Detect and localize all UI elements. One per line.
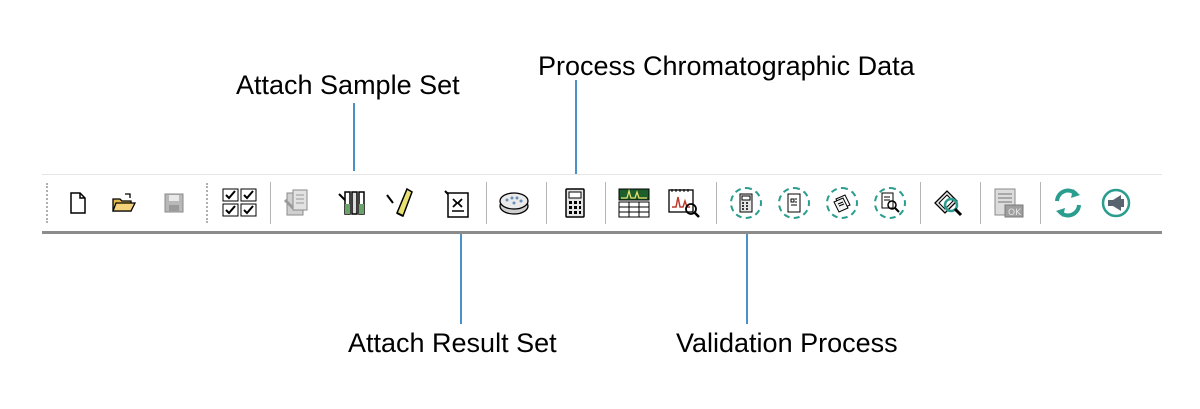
review-button[interactable] xyxy=(930,185,966,221)
toolbar-separator xyxy=(270,182,272,224)
chromatogram-zoom-icon xyxy=(667,187,701,219)
toolbar-separator xyxy=(605,182,607,224)
attach-sample-set-button[interactable] xyxy=(335,185,371,221)
validation-document-icon xyxy=(778,187,810,219)
sample-tray-icon xyxy=(498,189,530,217)
toolbar-separator xyxy=(716,182,718,224)
single-vial-button[interactable] xyxy=(382,185,418,221)
validation-document-button[interactable] xyxy=(776,185,812,221)
review-magnifier-icon xyxy=(931,187,965,219)
callout-process-chromatographic-data: Process Chromatographic Data xyxy=(538,51,915,81)
ok-report-icon: OK xyxy=(991,187,1025,219)
announce-icon xyxy=(1099,187,1133,219)
sample-document-button[interactable] xyxy=(280,185,316,221)
toolbar-separator xyxy=(920,182,922,224)
result-set-icon xyxy=(442,187,472,219)
toolbar-separator xyxy=(980,182,982,224)
checkbox-grid-icon xyxy=(222,188,258,218)
validation-stack-icon xyxy=(826,187,858,219)
chromatogram-review-button[interactable] xyxy=(666,185,702,221)
new-document-button[interactable] xyxy=(60,185,96,221)
toolbar-separator xyxy=(486,182,488,224)
leader-line-attach-result-set xyxy=(460,226,462,324)
ok-report-button[interactable]: OK xyxy=(990,185,1026,221)
save-disk-icon xyxy=(163,192,185,214)
save-button[interactable] xyxy=(156,185,192,221)
toolbar-separator xyxy=(546,182,548,224)
toolbar-separator xyxy=(1040,182,1042,224)
validation-search-icon xyxy=(874,187,906,219)
toolbar-grip[interactable] xyxy=(46,183,48,223)
toolbar-grip[interactable] xyxy=(206,183,208,223)
validation-review-button[interactable] xyxy=(872,185,908,221)
validation-report-button[interactable] xyxy=(824,185,860,221)
single-vial-icon xyxy=(385,187,415,219)
refresh-arrows-icon xyxy=(1051,187,1085,219)
process-chromatographic-data-button[interactable] xyxy=(557,185,593,221)
announce-button[interactable] xyxy=(1098,185,1134,221)
calculator-icon xyxy=(564,188,586,218)
leader-line-validation-process xyxy=(746,226,748,324)
leader-line-process-chromatographic-data xyxy=(575,80,577,179)
sample-document-icon xyxy=(283,188,313,218)
sample-vials-icon xyxy=(337,188,369,218)
callout-attach-sample-set: Attach Sample Set xyxy=(236,70,460,100)
select-checks-button[interactable] xyxy=(222,185,258,221)
peak-table-button[interactable] xyxy=(616,185,652,221)
callout-attach-result-set: Attach Result Set xyxy=(348,328,557,358)
sample-tray-button[interactable] xyxy=(496,185,532,221)
leader-line-attach-sample-set xyxy=(353,103,355,171)
open-button[interactable] xyxy=(106,185,142,221)
refresh-button[interactable] xyxy=(1050,185,1086,221)
toolbar: OK xyxy=(42,174,1162,234)
validation-calculator-icon xyxy=(730,187,762,219)
peak-table-icon xyxy=(617,188,651,218)
svg-text:OK: OK xyxy=(1008,208,1022,218)
attach-result-set-button[interactable] xyxy=(439,185,475,221)
validation-calculate-button[interactable] xyxy=(728,185,764,221)
callout-validation-process: Validation Process xyxy=(676,328,898,358)
open-folder-icon xyxy=(111,192,137,214)
new-document-icon xyxy=(69,192,87,214)
